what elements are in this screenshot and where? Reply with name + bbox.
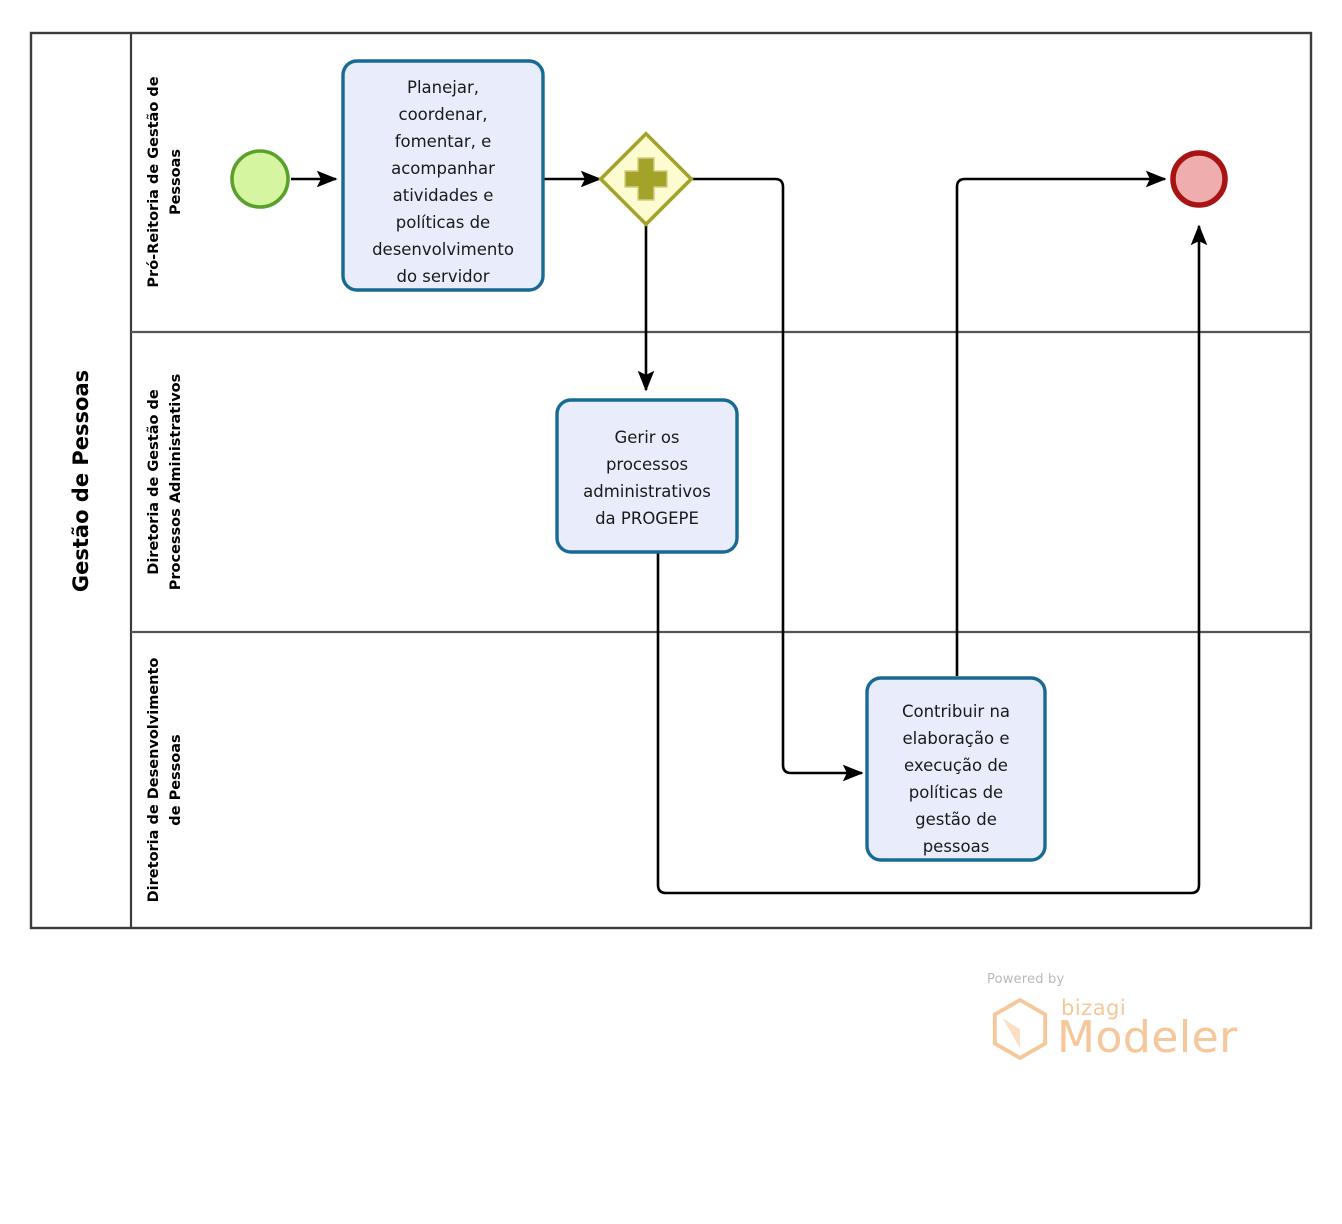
lane-title-line-2: de Pessoas xyxy=(168,734,184,825)
task-2-line-3: administrativos xyxy=(583,482,711,501)
start-event-circle[interactable] xyxy=(230,149,290,209)
task-1-line-6: políticas de xyxy=(396,213,490,232)
task-2-line-4: da PROGEPE xyxy=(595,509,699,528)
task-2-box[interactable] xyxy=(555,398,739,554)
flow-task2-to-end[interactable] xyxy=(656,224,1208,895)
pool-outline xyxy=(29,31,1313,930)
task-3-line-4: políticas de xyxy=(909,783,1003,802)
lane-title-line-1: Pró-Reitoria de Gestão de xyxy=(146,76,162,287)
task-1-line-4: acompanhar xyxy=(391,159,495,178)
gateway-plus-icon xyxy=(624,157,668,201)
task-3-line-6: pessoas xyxy=(923,837,990,856)
start-event[interactable] xyxy=(230,149,290,209)
lane-title-processos-administrativos: Diretoria de Gestão de Processos Adminis… xyxy=(146,374,184,591)
lane-title-line-1: Diretoria de Gestão de xyxy=(146,389,162,575)
lane-title-pro-reitoria: Pró-Reitoria de Gestão de Pessoas xyxy=(146,76,184,287)
sequence-flows xyxy=(291,170,1208,895)
task-2-line-2: processos xyxy=(606,455,688,474)
task-1-box[interactable] xyxy=(341,59,545,292)
task-contribuir-politicas[interactable]: Contribuir na elaboração e execução de p… xyxy=(865,676,1047,862)
task-1-line-5: atividades e xyxy=(393,186,494,205)
task-3-line-3: execução de xyxy=(904,756,1008,775)
task-3-line-2: elaboração e xyxy=(903,729,1010,748)
task-1-line-1: Planejar, xyxy=(407,78,479,97)
lane-title-desenvolvimento-pessoas: Diretoria de Desenvolvimento de Pessoas xyxy=(146,658,184,903)
pool-title-text: Gestão de Pessoas xyxy=(69,370,93,592)
flow-task3-to-end[interactable] xyxy=(955,170,1167,676)
pool-frame xyxy=(29,31,1313,930)
lane-title-line-1: Diretoria de Desenvolvimento xyxy=(146,658,162,903)
end-event-circle[interactable] xyxy=(1170,150,1228,208)
lane-title-line-2: Processos Administrativos xyxy=(168,374,184,591)
task-1-line-7: desenvolvimento xyxy=(372,240,514,259)
task-1-line-2: coordenar, xyxy=(399,105,488,124)
end-event[interactable] xyxy=(1170,150,1228,208)
task-gerir-processos[interactable]: Gerir os processos administrativos da PR… xyxy=(555,398,739,554)
task-2-line-1: Gerir os xyxy=(614,428,679,447)
flow-gateway-to-task3[interactable] xyxy=(692,177,864,782)
task-1-line-3: fomentar, e xyxy=(395,132,492,151)
lane-title-line-2: Pessoas xyxy=(168,149,184,215)
pool-title: Gestão de Pessoas xyxy=(69,370,93,592)
task-3-line-1: Contribuir na xyxy=(902,702,1010,721)
task-1-line-8: do servidor xyxy=(396,267,489,286)
task-planejar-coordenar[interactable]: Planejar, coordenar, fomentar, e acompan… xyxy=(341,59,545,292)
parallel-gateway[interactable] xyxy=(598,131,694,227)
task-3-line-5: gestão de xyxy=(915,810,997,829)
task-3-box[interactable] xyxy=(865,676,1047,862)
